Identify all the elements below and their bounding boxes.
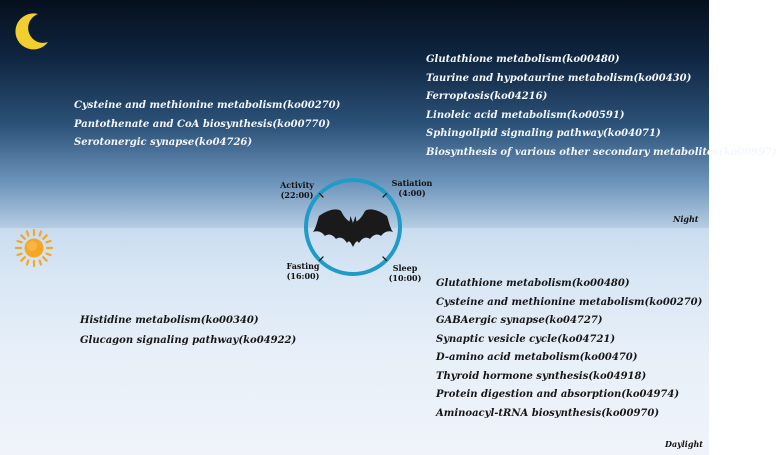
pathway-item: Pantothenate and CoA biosynthesis(ko0077…	[74, 118, 331, 130]
pathway-item: Glutathione metabolism(ko00480)	[426, 54, 620, 65]
pathway-item: Cysteine and methionine metabolism(ko002…	[74, 100, 341, 111]
pathway-item: Thyroid hormone synthesis(ko04918)	[436, 370, 647, 382]
clock-label-activity: Activity (22:00)	[280, 180, 314, 200]
clock-label-sleep: Sleep (10:00)	[388, 263, 422, 283]
pathway-item: Serotonergic synapse(ko04726)	[74, 137, 253, 148]
pathway-item: Glucagon signaling pathway(ko04922)	[80, 335, 297, 346]
pathway-item: D-amino acid metabolism(ko00470)	[436, 352, 638, 363]
pathway-item: Protein digestion and absorption(ko04974…	[436, 389, 680, 400]
clock-label-satiation: Satiation (4:00)	[391, 178, 433, 198]
pathway-item: Taurine and hypotaurine metabolism(ko004…	[426, 72, 692, 84]
pathway-item: Glutathione metabolism(ko00480)	[436, 278, 630, 289]
daylight-left-pathway-list: Histidine metabolism(ko00340) Glucagon si…	[80, 311, 296, 351]
night-left-pathway-list: Cysteine and methionine metabolism(ko002…	[74, 97, 340, 153]
daylight-label: Daylight	[665, 439, 703, 449]
pathway-item: Cysteine and methionine metabolism(ko002…	[436, 296, 703, 308]
night-label: Night	[673, 214, 699, 224]
crescent-moon-icon	[15, 13, 48, 50]
night-panel	[0, 0, 709, 228]
sun-icon	[14, 228, 54, 268]
bat-silhouette-icon	[313, 209, 393, 247]
pathway-item: Sphingolipid signaling pathway(ko04071)	[426, 128, 661, 139]
clock-label-fasting: Fasting (16:00)	[286, 261, 320, 281]
diel-clock-ring	[304, 178, 402, 276]
pathway-item: Aminoacyl-tRNA biosynthesis(ko00970)	[436, 407, 660, 419]
pathway-item: Linoleic acid metabolism(ko00591)	[426, 109, 625, 121]
pathway-item: Synaptic vesicle cycle(ko04721)	[436, 333, 616, 345]
night-right-pathway-list: Glutathione metabolism(ko00480) Taurine a…	[426, 51, 777, 162]
pathway-item: Biosynthesis of various other secondary …	[426, 146, 777, 158]
clock-tick-marks	[318, 192, 388, 262]
pathway-item: Histidine metabolism(ko00340)	[80, 315, 259, 326]
diel-clock	[304, 178, 402, 276]
pathway-item: GABAergic synapse(ko04727)	[436, 315, 603, 326]
daylight-right-pathway-list: Glutathione metabolism(ko00480) Cysteine …	[436, 275, 702, 423]
pathway-item: Ferroptosis(ko04216)	[426, 91, 548, 102]
daylight-panel	[0, 228, 709, 455]
